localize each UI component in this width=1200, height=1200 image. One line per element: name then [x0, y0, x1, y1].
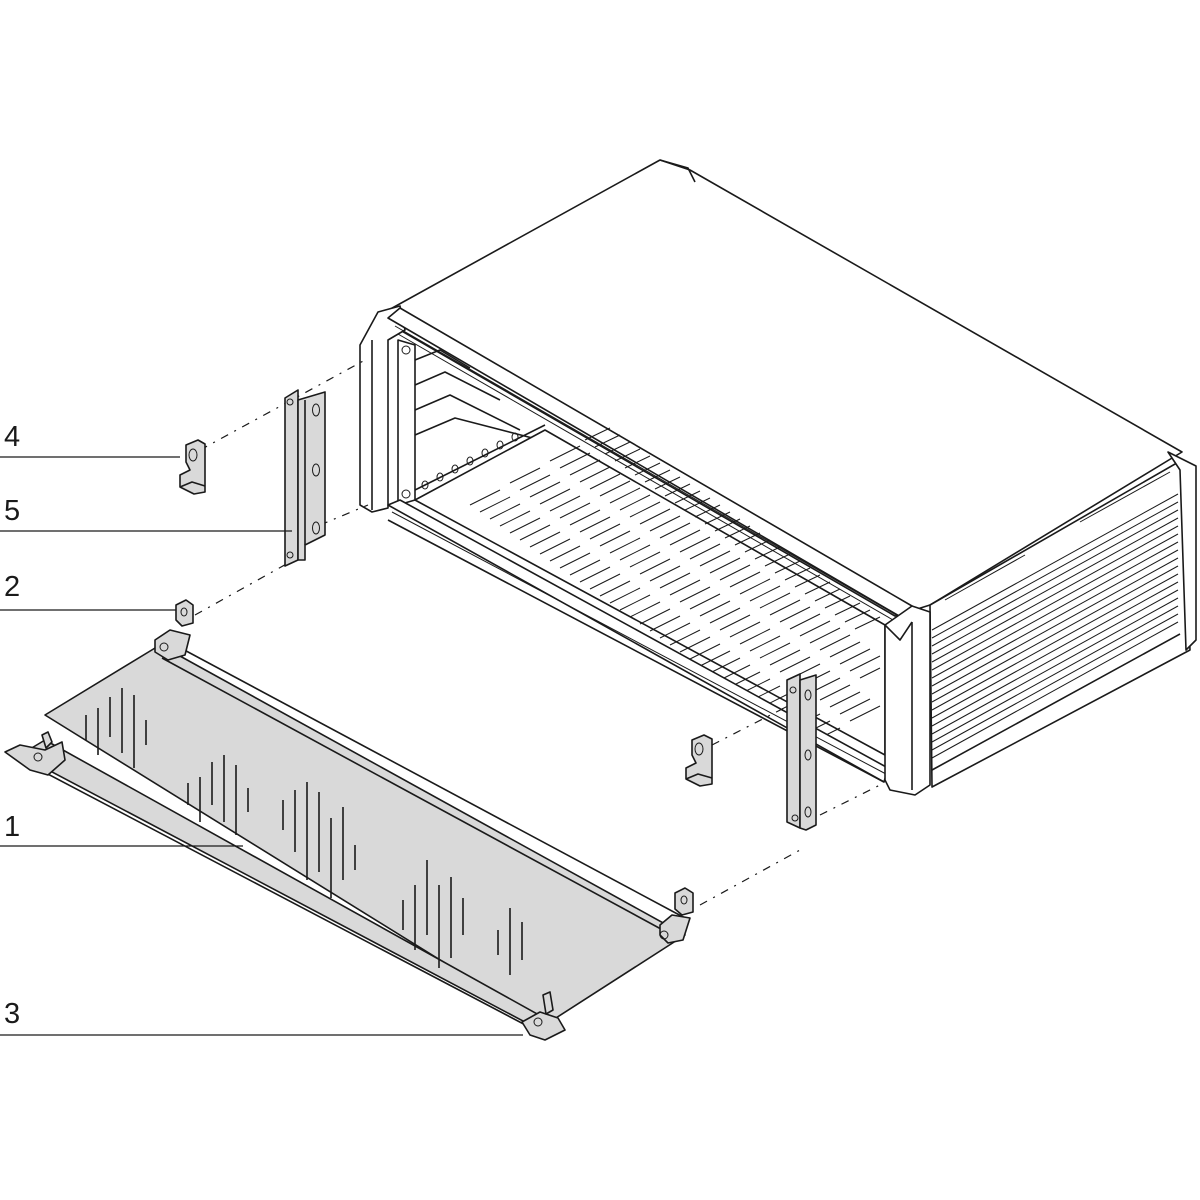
latch-clip-lower: [685, 734, 713, 787]
hinge-clip-top-right: [659, 887, 694, 944]
hinge-foot-left: [4, 731, 66, 776]
callout-number-4: 4: [4, 421, 21, 453]
shelf-panel: [19, 644, 686, 1031]
alignment-lines: [194, 359, 881, 906]
callout-number-5: 5: [4, 495, 21, 527]
mounting-rail-left: [284, 389, 326, 567]
hinge-clip-top-left: [154, 599, 194, 661]
mounting-rail-right: [786, 673, 817, 831]
callout-number-1: 1: [4, 811, 21, 843]
panel-hatch: [85, 688, 523, 975]
callout-leaders: [0, 456, 523, 1036]
callout-number-2: 2: [4, 571, 21, 603]
enclosure: [359, 159, 1197, 796]
latch-clip-upper: [179, 439, 206, 495]
callout-number-3: 3: [4, 998, 21, 1030]
hinge-foot-right: [521, 991, 566, 1041]
